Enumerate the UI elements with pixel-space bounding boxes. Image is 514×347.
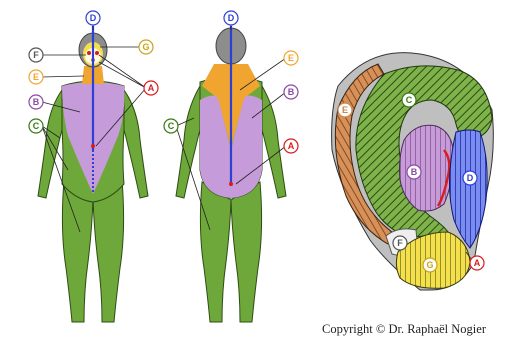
svg-text:B: B [288,87,295,97]
front-label-f: F [29,48,43,62]
svg-text:B: B [33,97,40,107]
svg-text:A: A [148,83,155,93]
svg-text:E: E [288,53,294,63]
front-label-g: G [139,40,153,54]
back-label-c: C [164,119,178,133]
back-label-b: B [284,85,298,99]
ear-label-d: D [463,171,477,185]
back-label-d: D [224,11,238,25]
back-label-e: E [284,51,298,65]
svg-text:E: E [33,72,39,82]
ear-label-e: E [338,103,352,117]
svg-text:F: F [397,238,403,248]
svg-text:A: A [474,258,481,268]
front-body-figure [38,26,148,322]
front-label-e: E [29,70,43,84]
front-label-a: A [144,81,158,95]
svg-text:D: D [90,13,97,23]
svg-text:B: B [411,167,418,177]
svg-text:C: C [33,121,40,131]
ear-label-b: B [407,165,421,179]
copyright-caption: Copyright © Dr. Raphaël Nogier [322,322,486,337]
svg-text:G: G [426,260,433,270]
back-label-a: A [284,139,298,153]
front-label-d: D [86,11,100,25]
front-label-b: B [29,95,43,109]
back-right-leg [231,182,262,322]
svg-text:G: G [142,42,149,52]
ear-label-a: A [470,256,484,270]
svg-text:D: D [228,13,235,23]
svg-text:F: F [33,50,39,60]
ear-label-f: F [393,236,407,250]
ear-label-c: C [402,93,416,107]
svg-text:E: E [342,105,348,115]
svg-text:A: A [288,141,295,151]
svg-text:D: D [467,173,474,183]
front-label-c: C [29,119,43,133]
ear-label-g: G [423,258,437,272]
back-left-leg [200,182,231,322]
svg-text:C: C [406,95,413,105]
back-body-figure [176,26,286,322]
svg-text:C: C [168,121,175,131]
